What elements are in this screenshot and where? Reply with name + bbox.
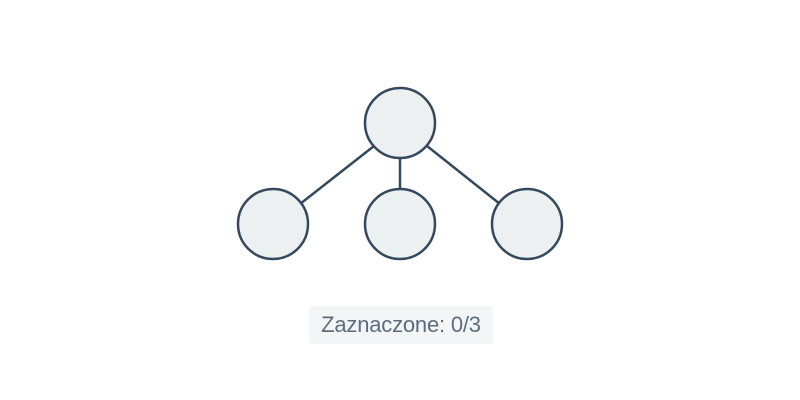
selection-counter: Zaznaczone: 0/3 — [309, 306, 493, 344]
tree-node-child-left[interactable] — [236, 187, 310, 261]
tree-node-root[interactable] — [363, 86, 437, 160]
edge-root-left — [299, 145, 375, 205]
tree-node-child-middle[interactable] — [363, 187, 437, 261]
tree-node-child-right[interactable] — [490, 187, 564, 261]
edge-root-right — [426, 145, 501, 205]
